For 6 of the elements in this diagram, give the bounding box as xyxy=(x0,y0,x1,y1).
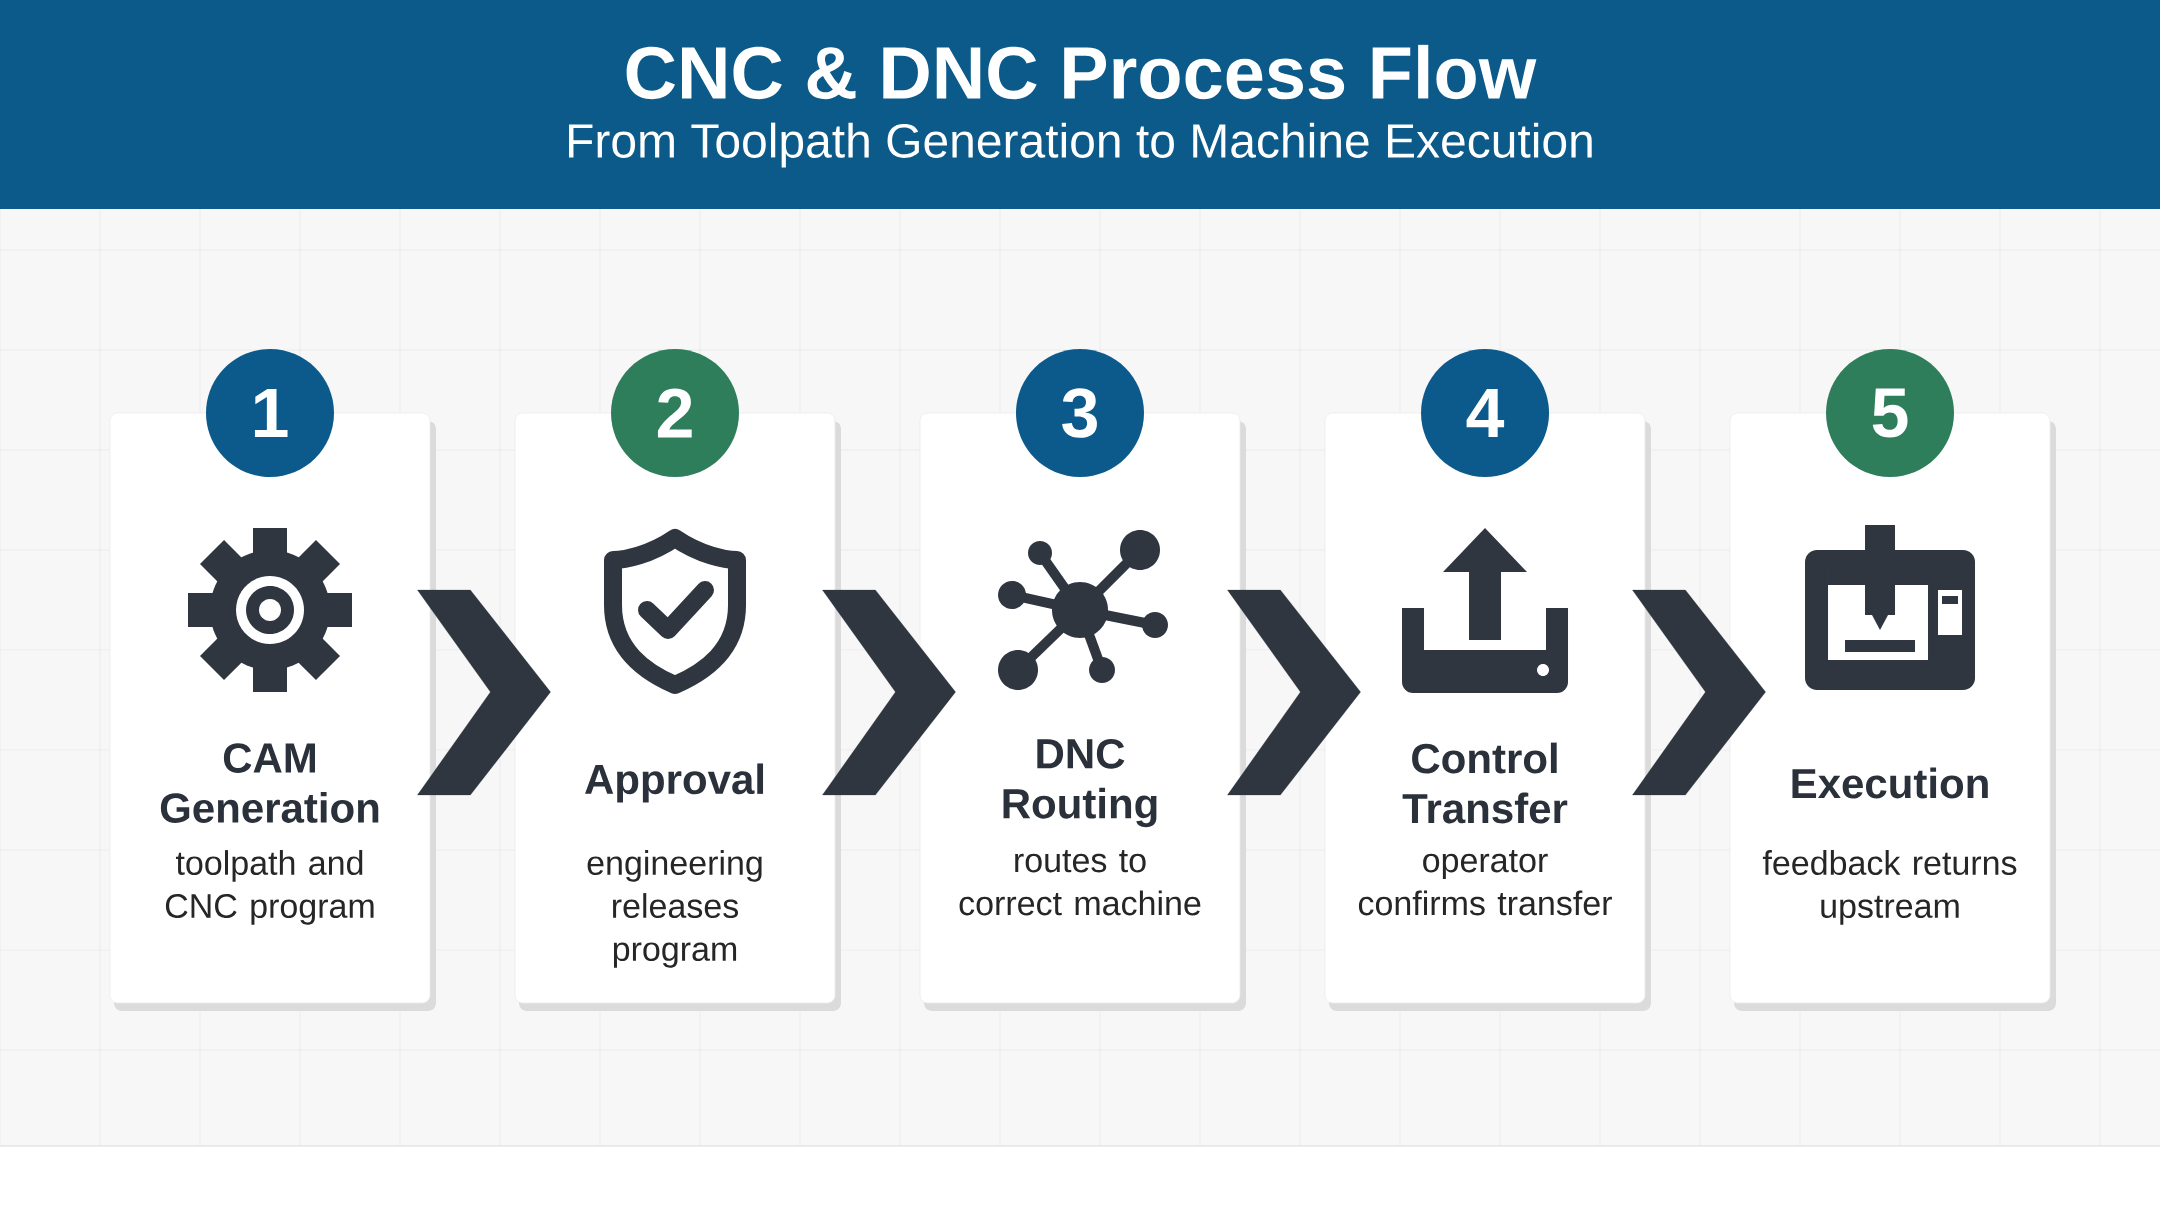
title: CNC & DNC Process Flow xyxy=(626,44,1537,100)
chevron-arrow xyxy=(1227,589,1361,796)
chevron-arrow xyxy=(1632,589,1766,796)
subtitle: From Toolpath Generation to Machine Execution xyxy=(569,122,1592,168)
chevron-arrow xyxy=(417,589,551,796)
chevron-arrow xyxy=(822,589,956,796)
